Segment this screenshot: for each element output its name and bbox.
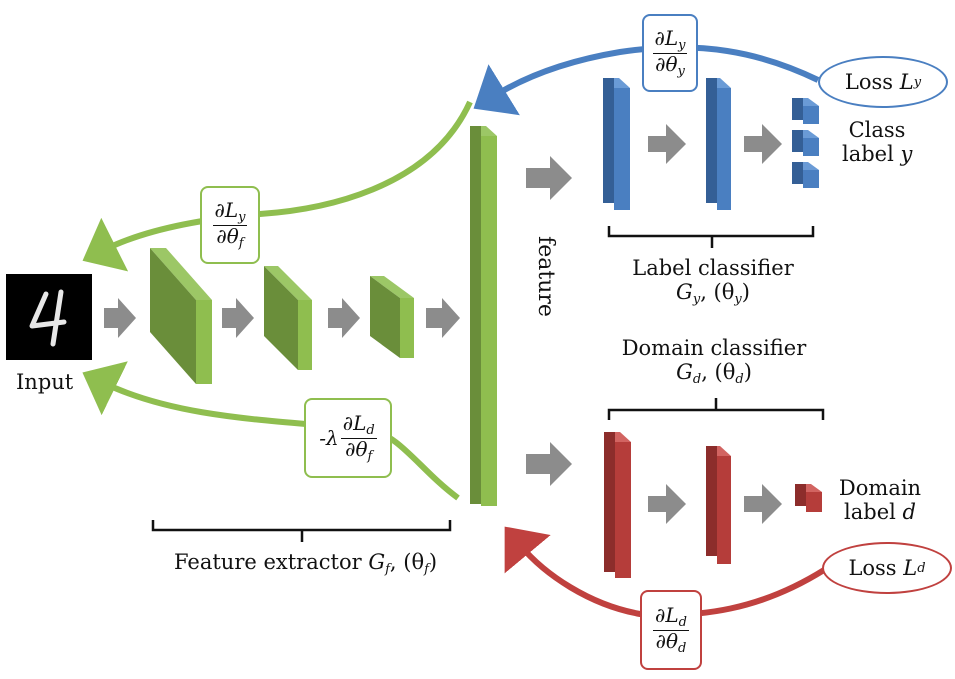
- grad-den-sub: f: [367, 448, 373, 464]
- grad-den: ∂θ: [655, 628, 679, 653]
- grad-num: ∂L: [654, 25, 679, 50]
- forward-arrow: [526, 156, 572, 200]
- gradient-box-feature-y: ∂Ly ∂θf: [200, 186, 260, 264]
- forward-arrows: [104, 124, 782, 524]
- loss-d-sub: d: [917, 560, 926, 576]
- feature-label: feature: [532, 236, 558, 317]
- grad-den-sub: f: [238, 235, 244, 251]
- domain-output-unit: [795, 484, 822, 512]
- grad-num-sub: y: [238, 209, 246, 225]
- feature-vector-layer: [470, 126, 497, 506]
- grad-den-sub: d: [678, 640, 687, 656]
- gradient-box-domain-bottom: ∂Ld ∂θd: [640, 590, 702, 670]
- loss-y-text: Loss: [844, 70, 894, 94]
- feature-extractor-layers: [150, 126, 497, 506]
- forward-arrow: [426, 298, 460, 338]
- domain-label-line1: Domain: [838, 476, 922, 500]
- grad-prefix: -λ: [319, 426, 339, 450]
- feature-layer-3: [370, 276, 414, 358]
- gradient-box-label-top: ∂Ly ∂θy: [642, 14, 698, 92]
- grad-num-sub: d: [678, 614, 687, 630]
- forward-arrow: [648, 484, 686, 524]
- feature-extractor-brace: [151, 520, 452, 542]
- gradient-box-feature-d: -λ ∂Ld ∂θf: [304, 398, 392, 478]
- feature-extractor-G-sub: f: [385, 562, 390, 577]
- label-classifier-theta-sub: y: [734, 292, 742, 308]
- input-label: Input: [16, 370, 74, 394]
- domain-classifier-theta-sub: d: [735, 372, 744, 388]
- feature-extractor-title: Feature extractor Gf, (θf): [174, 550, 437, 578]
- domain-classifier-G: G: [676, 360, 693, 385]
- label-classifier-layer-2: [706, 78, 731, 210]
- loss-d-text: Loss: [848, 556, 897, 580]
- domain-label-line2: label: [844, 500, 896, 525]
- grad-den: ∂θ: [655, 51, 678, 76]
- domain-classifier-brace: [607, 398, 825, 420]
- grad-num: ∂L: [214, 197, 239, 222]
- feature-extractor-close: ): [428, 550, 438, 574]
- domain-classifier-theta: , (θ: [701, 360, 736, 385]
- gradient-arrow-feature-y: [82, 100, 473, 272]
- forward-arrow: [104, 298, 136, 338]
- loss-d-var: L: [903, 556, 918, 580]
- forward-arrow: [744, 124, 782, 164]
- domain-label: Domain label d: [832, 476, 928, 524]
- grad-den-sub: y: [677, 63, 685, 79]
- domain-label-var: d: [902, 500, 916, 525]
- label-classifier-G-sub: y: [692, 292, 701, 308]
- domain-classifier-close: ): [743, 360, 752, 385]
- grad-num: ∂L: [655, 602, 679, 627]
- feature-extractor-G: G: [368, 550, 386, 574]
- label-classifier-G: G: [676, 280, 693, 305]
- loss-y-var: L: [899, 70, 914, 94]
- class-label-var: y: [900, 142, 913, 167]
- forward-arrow: [526, 442, 572, 486]
- loss-y-sub: y: [913, 74, 922, 90]
- grad-num-sub: d: [366, 422, 375, 438]
- forward-arrow: [222, 298, 254, 338]
- class-output-units: [792, 98, 819, 188]
- feature-layer-2: [264, 266, 312, 370]
- feature-extractor-theta-sub: f: [424, 562, 429, 577]
- class-label-line2: label: [842, 142, 894, 167]
- label-classifier-name: Label classifier: [632, 256, 794, 280]
- gradient-arrow-feature-d: [82, 361, 460, 501]
- domain-classifier-layer-1: [604, 432, 631, 578]
- forward-arrow: [744, 484, 782, 524]
- domain-classifier-G-sub: d: [692, 372, 702, 388]
- label-classifier-layers: [603, 78, 819, 210]
- feature-layer-1: [150, 248, 212, 384]
- class-label-line1: Class: [848, 118, 906, 142]
- class-label: Class label y: [842, 118, 912, 166]
- domain-classifier-name: Domain classifier: [621, 336, 807, 360]
- domain-classifier-title: Domain classifier Gd, (θd): [598, 336, 830, 388]
- domain-classifier-layers: [604, 432, 822, 578]
- grad-num-sub: y: [678, 37, 686, 53]
- grad-num: ∂L: [342, 410, 367, 435]
- gradient-arrow-label: [473, 44, 820, 116]
- feature-extractor-name: Feature extractor: [174, 550, 362, 574]
- grad-den: ∂θ: [345, 436, 368, 461]
- label-classifier-theta: , (θ: [700, 280, 735, 305]
- feature-extractor-theta: , (θ: [389, 550, 425, 574]
- label-classifier-title: Label classifier Gy, (θy): [610, 256, 816, 308]
- label-classifier-close: ): [741, 280, 750, 305]
- braces: [151, 226, 825, 542]
- label-classifier-brace: [607, 226, 815, 248]
- grad-den: ∂θ: [216, 223, 239, 248]
- domain-classifier-layer-2: [706, 446, 731, 564]
- label-classifier-layer-1: [603, 78, 630, 210]
- handwritten-digit-4-image: [6, 274, 92, 360]
- forward-arrow: [328, 298, 360, 338]
- forward-arrow: [648, 124, 686, 164]
